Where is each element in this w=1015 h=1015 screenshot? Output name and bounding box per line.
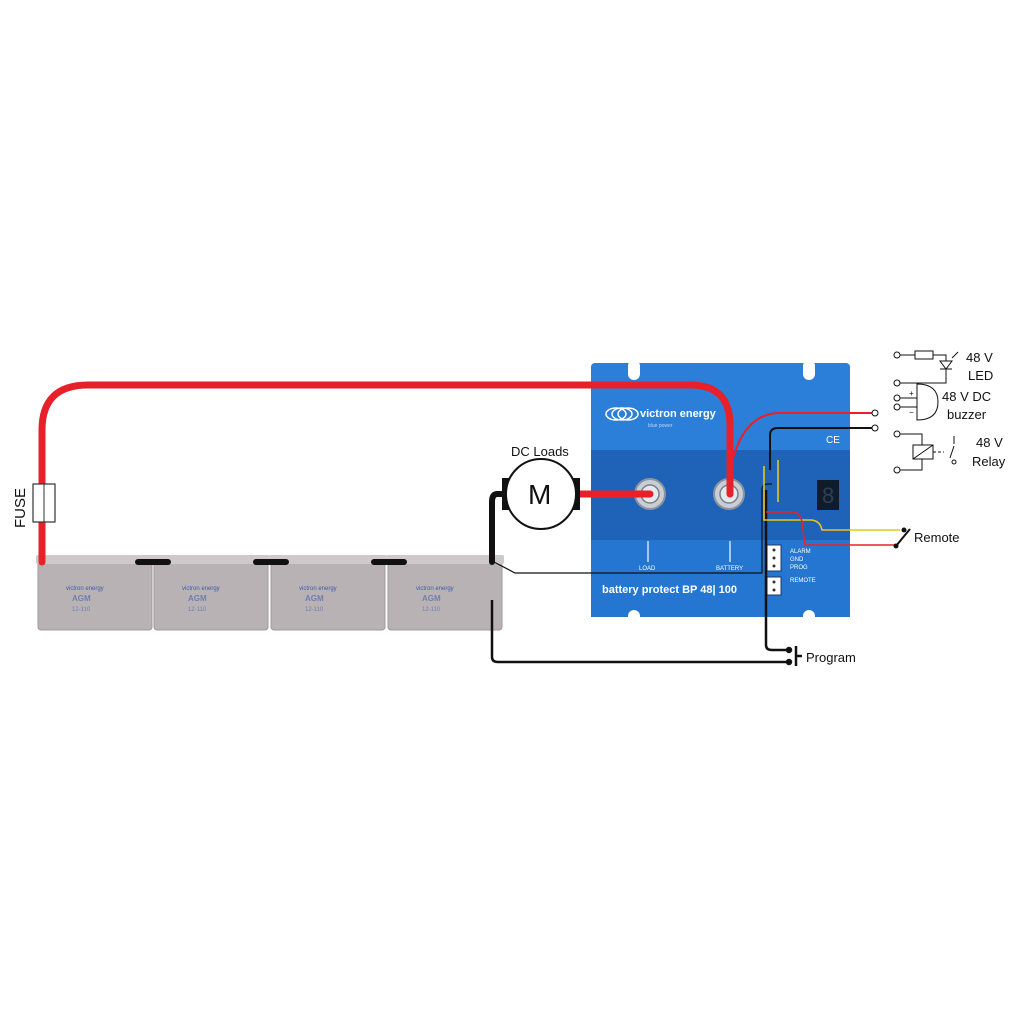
battery-type: AGM [188, 594, 207, 603]
device-brand-tagline: blue power [648, 423, 673, 429]
device-brand: victron energy [640, 408, 717, 420]
battery-model: 12-110 [422, 607, 441, 613]
connector-label-gnd: GND [790, 557, 804, 563]
alarm-positive-wire [727, 412, 873, 483]
led-label-2: LED [968, 368, 993, 383]
screw-terminal-icon [871, 409, 879, 417]
connector-label-remote: REMOTE [790, 578, 816, 584]
yellow-wire [763, 466, 900, 531]
battery-4: victron energy AGM 12-110 [386, 555, 504, 631]
battery-brand: victron energy [416, 586, 454, 592]
display-digit: 8 [822, 483, 834, 508]
battery-type: AGM [305, 594, 324, 603]
battery-1: victron energy AGM 12-110 [36, 555, 154, 631]
ce-mark: CE [826, 435, 840, 446]
screw-terminal-icon [871, 424, 879, 432]
device-model: battery protect BP 48| 100 [602, 584, 737, 596]
relay-icon [912, 436, 957, 465]
seven-segment-display [817, 480, 839, 510]
load-negative-wire [489, 491, 507, 565]
alarm-peripherals [871, 350, 959, 474]
remote-connector [766, 576, 782, 596]
battery-brand: victron energy [66, 586, 104, 592]
led-label-1: 48 V [966, 350, 993, 365]
dc-loads-label: DC Loads [511, 444, 569, 459]
remote-wire [766, 511, 895, 546]
battery-type: AGM [422, 594, 441, 603]
battery-model: 12-110 [188, 607, 207, 613]
buzzer-label-2: buzzer [947, 407, 987, 422]
battery-bank: victron energy AGM 12-110 victron energy… [36, 555, 504, 631]
screw-terminal-icon [893, 379, 901, 387]
gnd-wire [493, 483, 772, 574]
relay-label-2: Relay [972, 454, 1006, 469]
buzzer-label-1: 48 V DC [942, 389, 991, 404]
remote-label: Remote [914, 530, 960, 545]
fuse-label: FUSE [12, 488, 29, 528]
buzzer-plus: + [909, 389, 914, 398]
wiring [38, 381, 900, 664]
motor-load: M [502, 458, 580, 530]
buzzer-minus: − [909, 408, 914, 417]
program-wire [490, 600, 788, 664]
program-label: Program [806, 650, 856, 665]
screw-terminal-icon [893, 430, 901, 438]
battery-brand: victron energy [299, 586, 337, 592]
battery-protect-device: victron energy blue power CE LOAD BATTER… [591, 360, 850, 630]
screw-terminal-icon [893, 351, 901, 359]
led-icon [939, 351, 959, 370]
connector-label-prog: PROG [790, 565, 808, 571]
connector-label-alarm: ALARM [790, 549, 811, 555]
switch-icon [893, 527, 911, 549]
screw-terminal-icon [893, 403, 901, 411]
relay-label-1: 48 V [976, 435, 1003, 450]
terminal-label-battery: BATTERY [716, 566, 743, 572]
prog-signal-wire [764, 490, 788, 652]
victron-swirl-icon [605, 407, 639, 421]
battery-model: 12-110 [72, 607, 91, 613]
fuse [32, 483, 56, 523]
main-positive-wire [38, 381, 734, 566]
push-button-icon [785, 646, 802, 666]
battery-type: AGM [72, 594, 91, 603]
motor-symbol: M [528, 479, 551, 510]
buzzer-icon [916, 383, 939, 421]
battery-2: victron energy AGM 12-110 [152, 555, 270, 631]
screw-terminal-icon [893, 466, 901, 474]
terminal-label-load: LOAD [639, 566, 656, 572]
alarm-output-wire [769, 427, 873, 470]
screw-terminal-icon [893, 394, 901, 402]
battery-brand: victron energy [182, 586, 220, 592]
battery-3: victron energy AGM 12-110 [269, 555, 387, 631]
battery-model: 12-110 [305, 607, 324, 613]
